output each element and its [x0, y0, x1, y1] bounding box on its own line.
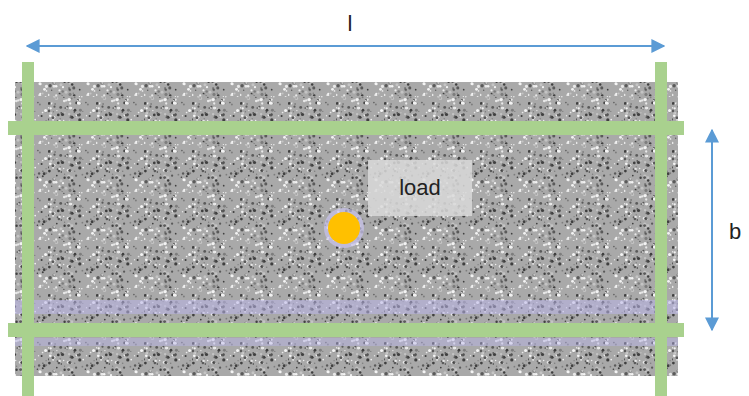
label-patch — [368, 160, 472, 216]
dimension-arrow — [27, 45, 664, 47]
load-point — [328, 212, 360, 244]
dimension-label: b — [729, 221, 741, 243]
support-beam — [655, 62, 667, 396]
load-label: load — [399, 177, 441, 199]
support-beam — [22, 62, 34, 396]
load-halo — [324, 208, 364, 248]
support-beam — [8, 323, 684, 337]
dimension-label: l — [348, 13, 353, 35]
support-beam — [8, 121, 684, 135]
purple-band — [15, 300, 678, 314]
dimension-arrow — [711, 130, 713, 330]
purple-band — [15, 338, 678, 346]
